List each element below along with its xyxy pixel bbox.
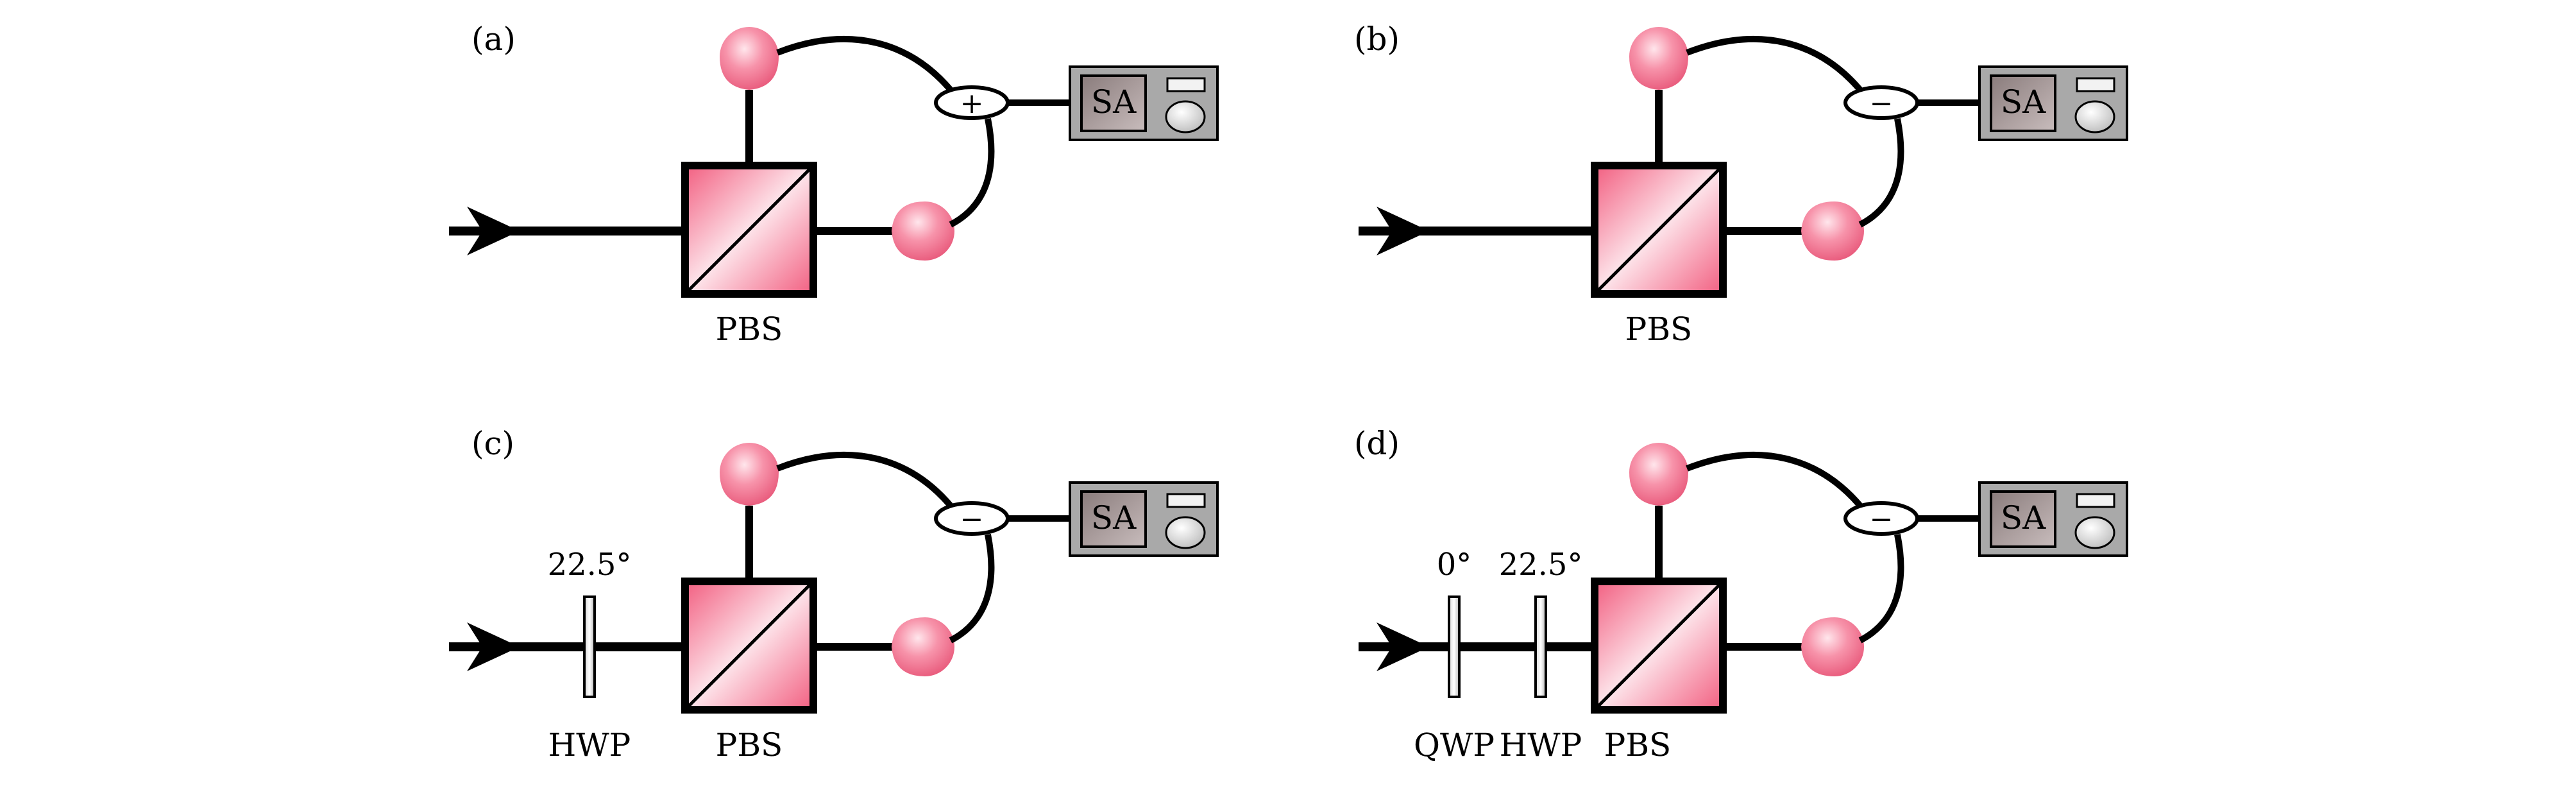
combiner: − xyxy=(1843,501,1919,536)
analyzer-slot xyxy=(1166,493,1206,508)
panel-a: (a) PBS + SA xyxy=(449,21,1219,348)
detector-right xyxy=(892,617,954,676)
cable-top xyxy=(1686,452,1868,515)
cable-right xyxy=(1858,118,1904,228)
waveplate-hwp xyxy=(583,595,596,698)
panel-label: (d) xyxy=(1354,425,1400,462)
input-beam xyxy=(449,207,685,255)
pbs-cube xyxy=(1591,578,1727,714)
pbs-label: PBS xyxy=(716,726,783,764)
panel-c: (c) 22.5° HWP PBS − xyxy=(449,425,1219,764)
analyzer-knob xyxy=(2074,516,2115,549)
pbs-label: PBS xyxy=(1604,726,1672,764)
waveplate-angle: 22.5° xyxy=(1499,547,1583,583)
cable-right xyxy=(949,118,995,228)
arrow-head xyxy=(1377,207,1429,255)
panel-b: (b) PBS − SA xyxy=(1354,21,2128,348)
detector-top xyxy=(1629,27,1688,90)
analyzer-knob xyxy=(1165,100,1206,133)
panel-label: (c) xyxy=(471,425,514,462)
analyzer-label: SA xyxy=(2001,83,2046,121)
input-beam xyxy=(1359,622,1595,671)
analyzer-slot xyxy=(2076,77,2115,92)
detector-top xyxy=(1629,443,1688,506)
pbs-cube xyxy=(681,162,817,298)
spectrum-analyzer: SA xyxy=(1069,481,1219,557)
cable-top xyxy=(776,36,958,99)
cable-right xyxy=(1858,534,1904,644)
waveplate-label: HWP xyxy=(1500,726,1582,764)
pbs-cube xyxy=(681,578,817,714)
combiner-operator: + xyxy=(960,87,984,120)
arrow-head xyxy=(467,622,520,671)
panel-d: (d) 0° QWP 22.5° HWP PBS − xyxy=(1354,425,2128,764)
combiner-operator: − xyxy=(1870,87,1894,120)
arrow-head xyxy=(1377,622,1429,671)
waveplate-qwp xyxy=(1448,595,1461,698)
analyzer-label: SA xyxy=(1091,83,1137,121)
pbs-label: PBS xyxy=(716,311,783,348)
cable-right xyxy=(949,534,995,644)
waveplate-hwp xyxy=(1534,595,1547,698)
panel-label: (b) xyxy=(1354,21,1400,58)
waveplate-angle: 22.5° xyxy=(548,547,632,583)
combiner: − xyxy=(1843,85,1919,120)
spectrum-analyzer: SA xyxy=(1069,65,1219,141)
detector-top xyxy=(720,27,779,90)
spectrum-analyzer: SA xyxy=(1978,481,2128,557)
analyzer-slot xyxy=(1166,77,1206,92)
analyzer-label: SA xyxy=(1091,499,1137,536)
analyzer-label: SA xyxy=(2001,499,2046,536)
analyzer-knob xyxy=(2074,100,2115,133)
detector-right xyxy=(892,201,954,261)
cable-top xyxy=(1686,36,1868,99)
input-beam xyxy=(449,622,685,671)
combiner: + xyxy=(934,85,1010,120)
input-beam xyxy=(1359,207,1595,255)
pbs-cube xyxy=(1591,162,1727,298)
cable-top xyxy=(776,452,958,515)
combiner-operator: − xyxy=(1870,503,1894,536)
pbs-label: PBS xyxy=(1625,311,1693,348)
waveplate-angle: 0° xyxy=(1437,547,1472,583)
combiner: − xyxy=(934,501,1010,536)
waveplate-label: HWP xyxy=(548,726,631,764)
panel-label: (a) xyxy=(471,21,516,58)
analyzer-slot xyxy=(2076,493,2115,508)
detector-right xyxy=(1801,201,1864,261)
combiner-operator: − xyxy=(960,503,984,536)
waveplate-label: QWP xyxy=(1414,726,1495,764)
arrow-head xyxy=(467,207,520,255)
spectrum-analyzer: SA xyxy=(1978,65,2128,141)
detector-right xyxy=(1801,617,1864,676)
detector-top xyxy=(720,443,779,506)
analyzer-knob xyxy=(1165,516,1206,549)
